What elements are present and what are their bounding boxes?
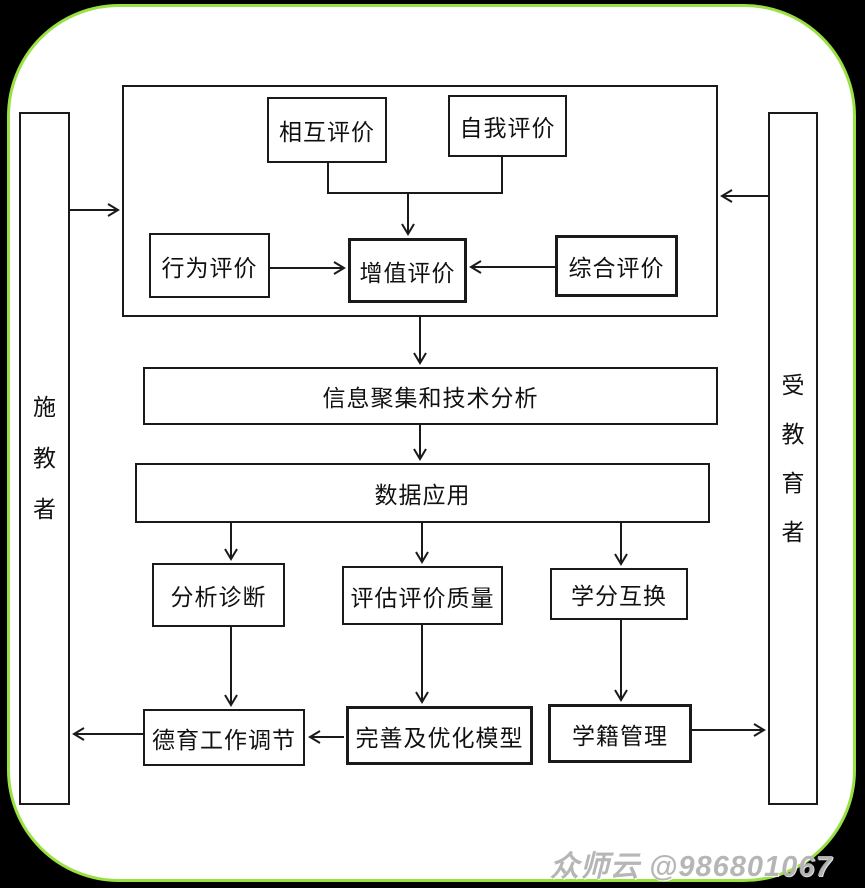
watermark: 众师云 @986801067 [550,851,833,883]
node-label: 增值评价 [359,260,456,286]
node-label: 行为评价 [161,255,258,281]
node-mutual-evaluation: 相互评价 [267,97,387,163]
node-educatee-bar: 受 教 育 者 [768,112,818,805]
node-label: 完善及优化模型 [355,725,524,751]
node-behavior-evaluation: 行为评价 [149,233,270,298]
node-label: 评估评价质量 [350,585,495,611]
node-label: 学分互换 [571,584,667,609]
node-analysis-diagnosis: 分析诊断 [152,563,285,627]
node-label: 自我评价 [459,116,556,141]
node-label: 学籍管理 [572,723,668,749]
node-credit-exchange: 学分互换 [550,568,688,620]
node-comprehensive-evaluation: 综合评价 [555,235,678,297]
node-label: 相互评价 [279,120,375,145]
node-enrollment-management: 学籍管理 [548,704,692,763]
node-self-evaluation: 自我评价 [448,95,567,157]
vertical-char: 受 [781,372,805,398]
node-label: 综合评价 [568,256,665,281]
node-info-aggregation-analysis: 信息聚集和技术分析 [143,367,718,425]
evaluation-group-container [122,85,718,317]
vertical-char: 者 [33,497,56,522]
node-label: 分析诊断 [170,585,267,610]
node-assess-evaluation-quality: 评估评价质量 [342,566,503,625]
node-value-added-evaluation: 增值评价 [348,238,467,303]
node-moral-education-adjustment: 德育工作调节 [143,709,305,766]
vertical-char: 教 [781,421,805,447]
node-label: 德育工作调节 [152,727,296,753]
vertical-char: 施 [33,395,56,420]
node-data-application: 数据应用 [135,463,710,523]
node-optimize-model: 完善及优化模型 [346,706,533,765]
node-label: 信息聚集和技术分析 [322,386,539,411]
vertical-char: 育 [781,470,805,496]
node-educator-bar: 施 教 者 [19,112,70,805]
node-label: 数据应用 [374,483,471,508]
vertical-char: 者 [781,519,805,545]
vertical-char: 教 [33,446,56,471]
